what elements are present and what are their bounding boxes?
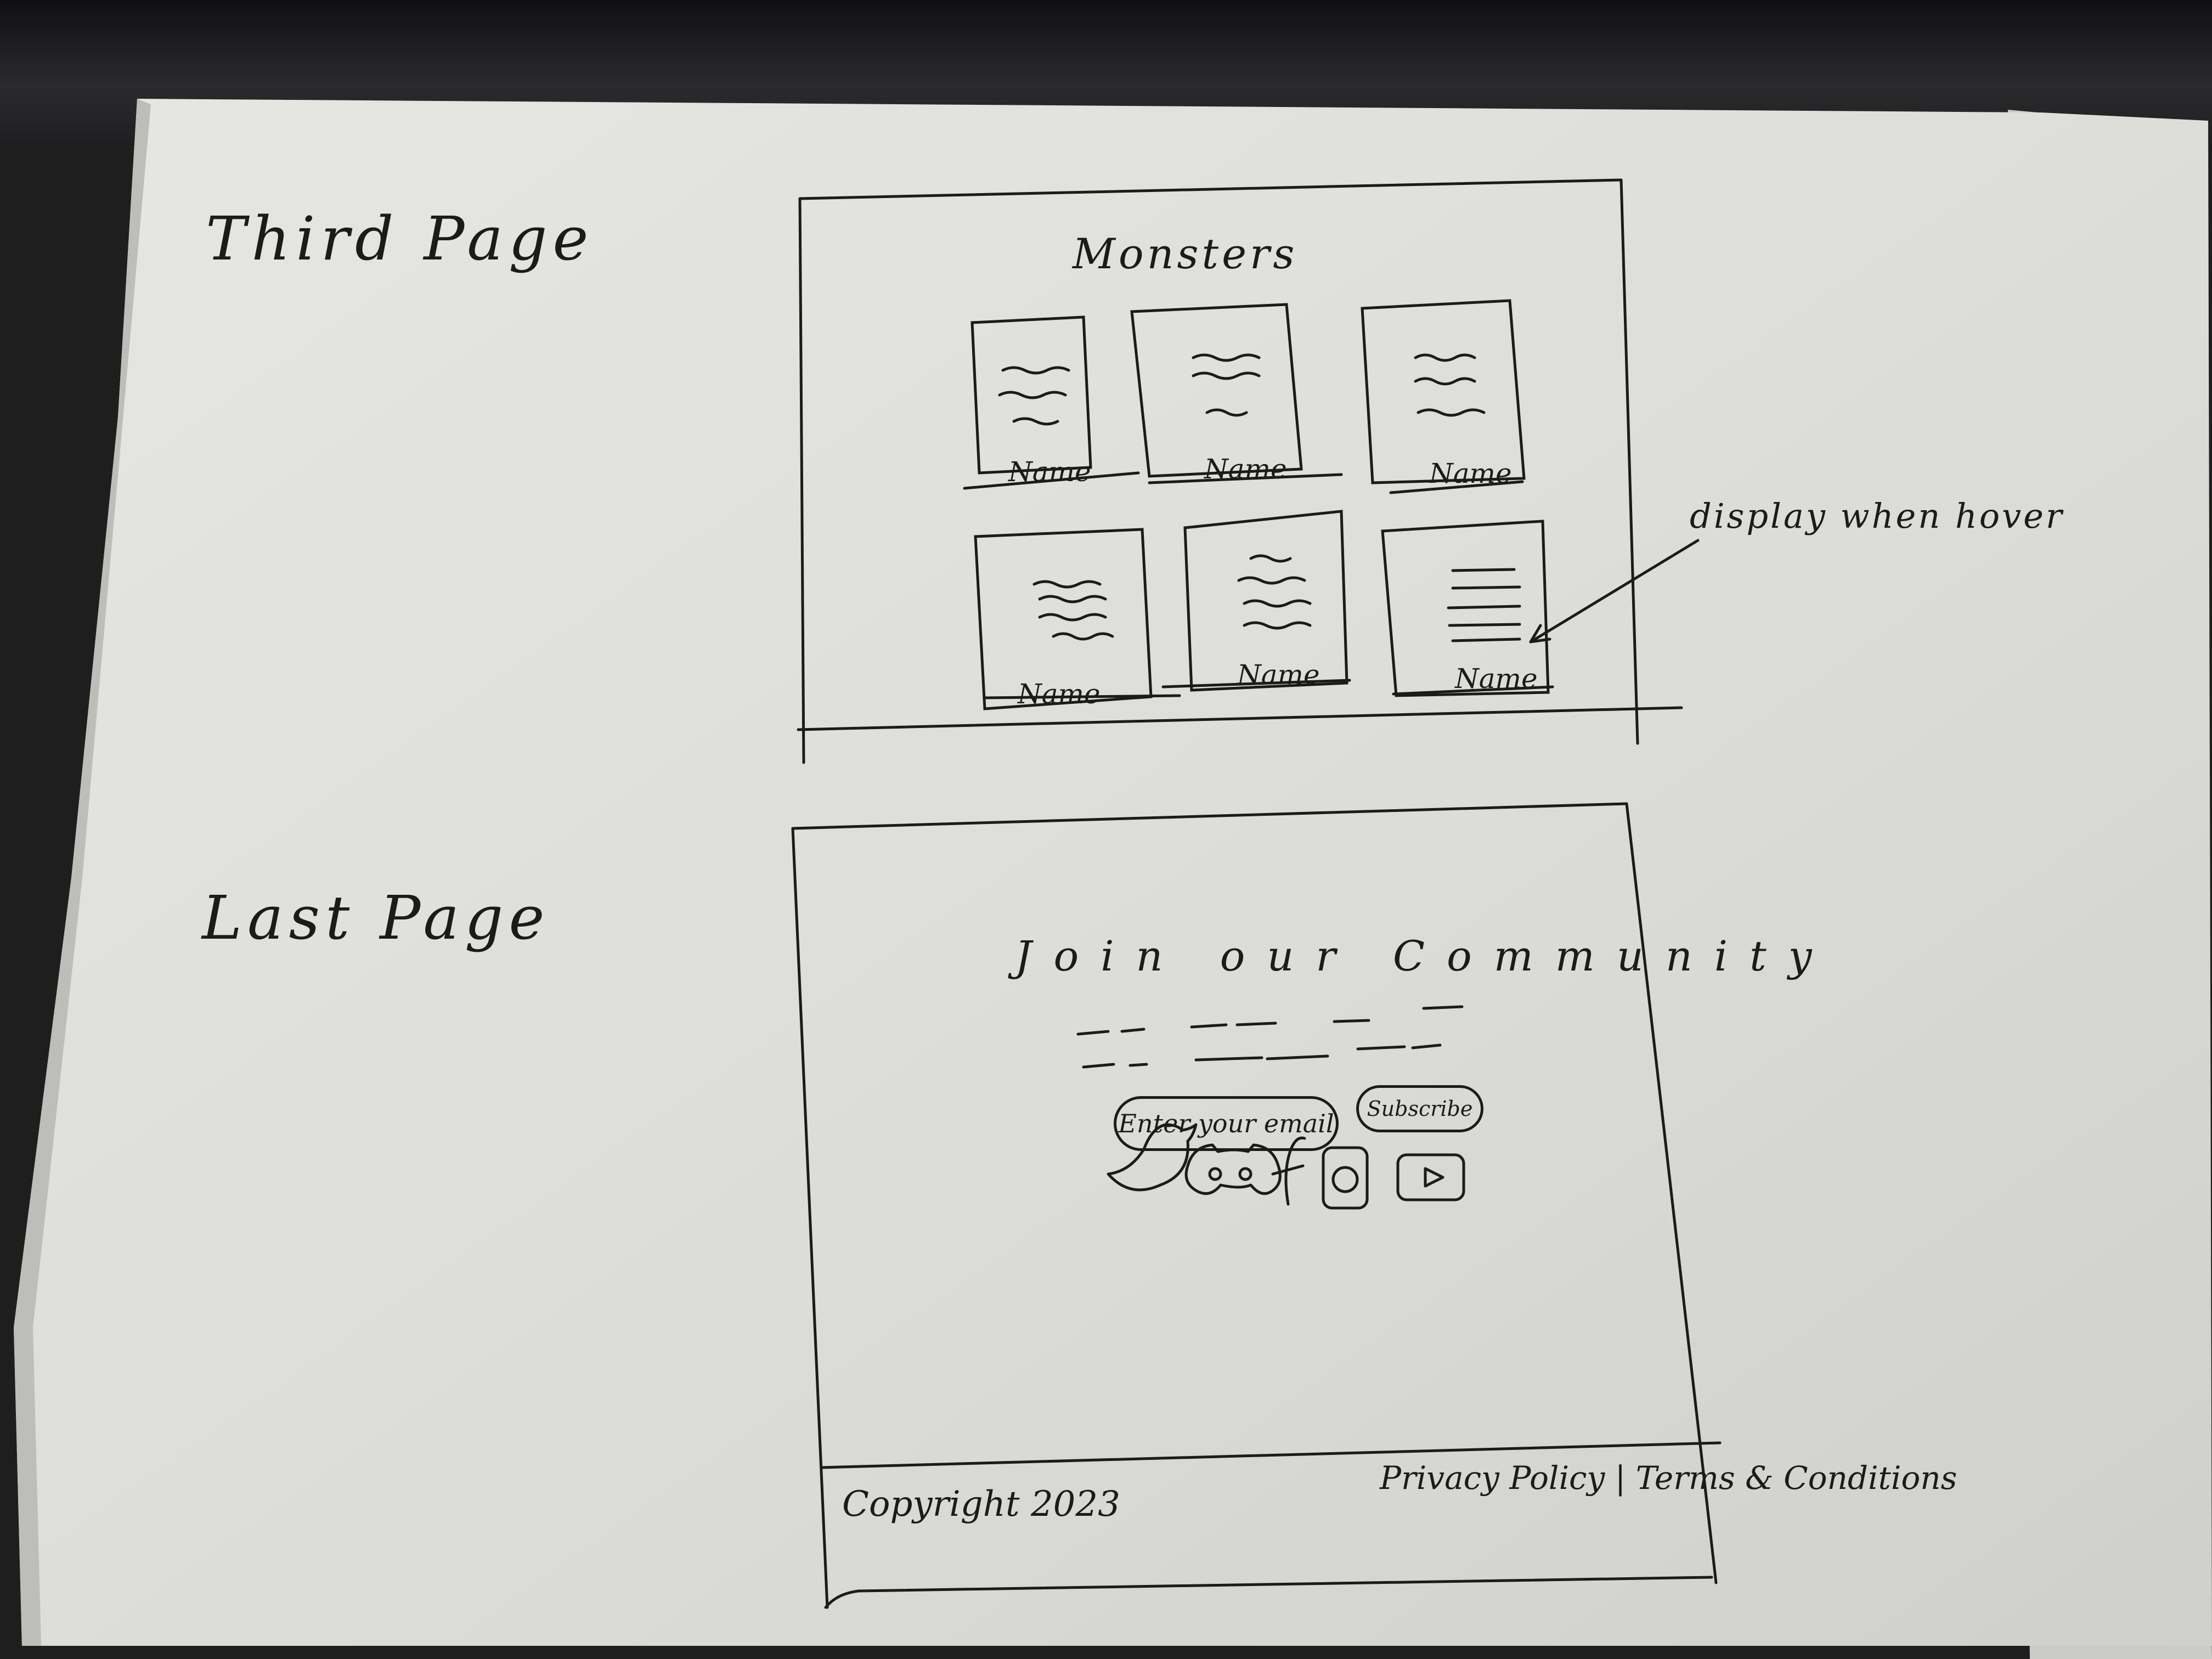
monster-card-name-1[interactable]: Name [1008,456,1091,488]
instagram-icon [1322,1146,1369,1210]
monster-card-name-5[interactable]: Name [1237,659,1320,691]
monsters-title: Monsters [1073,229,1298,278]
hover-annotation: display when hover [1690,496,2064,536]
email-input[interactable]: Enter your email [1114,1096,1339,1151]
last-page-label: Last Page [202,883,550,953]
third-page-label: Third Page [206,204,594,274]
monster-card-name-2[interactable]: Name [1204,453,1287,485]
footer-links[interactable]: Privacy Policy | Terms & Conditions [1380,1459,1957,1497]
copyright-text: Copyright 2023 [842,1484,1120,1525]
monster-card-name-4[interactable]: Name [1018,678,1101,710]
monster-card-name-3[interactable]: Name [1429,458,1512,489]
subscribe-button[interactable]: Subscribe [1356,1085,1483,1132]
youtube-icon [1396,1153,1465,1201]
community-title: Join our Community [1015,932,1834,980]
monster-card-name-6[interactable]: Name [1455,663,1538,695]
facebook-icon [1271,1136,1306,1206]
